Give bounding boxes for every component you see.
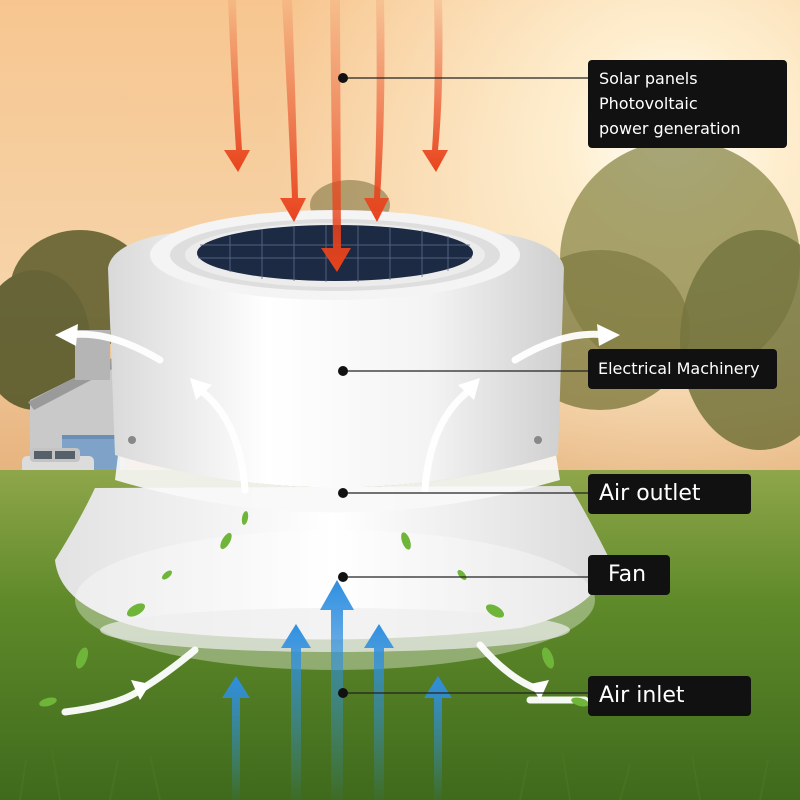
solar-vent-device [55, 210, 610, 652]
solar-label-line-1: Solar panels [599, 69, 698, 88]
solar-label-line-3: power generation [599, 119, 741, 138]
electrical-machinery-label: Electrical Machinery [588, 349, 777, 389]
air-outlet-label: Air outlet [588, 474, 751, 514]
solar-panels-label: Solar panels Photovoltaic power generati… [588, 60, 787, 148]
airflow-arrow [222, 580, 452, 800]
air-inlet-label: Air inlet [588, 676, 751, 716]
sunlight-arrow [224, 0, 448, 272]
leaf-icon [39, 511, 589, 707]
callout-lines [343, 77, 588, 694]
grass-texture [19, 749, 769, 800]
fan-label: Fan [588, 555, 670, 595]
solar-label-line-2: Photovoltaic [599, 94, 698, 113]
callout-dots [338, 73, 348, 698]
airflow-arrow-heads [55, 324, 620, 700]
